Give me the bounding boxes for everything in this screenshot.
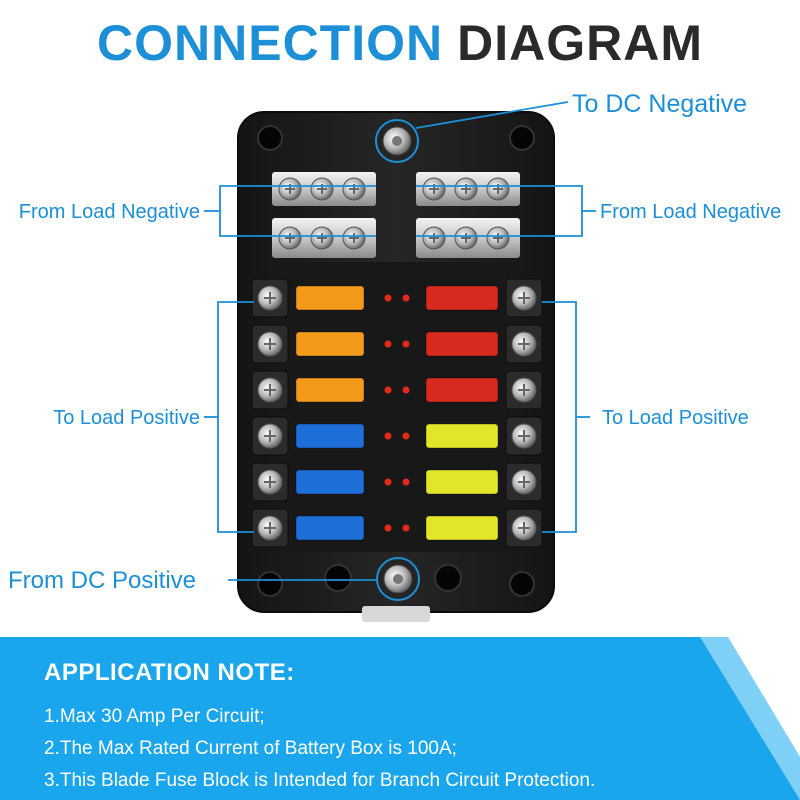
fuse-row <box>251 508 543 548</box>
terminal-left <box>251 278 289 318</box>
terminal-right <box>505 416 543 456</box>
mounting-hole <box>434 564 462 592</box>
fuse-row <box>251 278 543 318</box>
terminal-left <box>251 462 289 502</box>
bus-screw <box>454 177 478 201</box>
bus-screw <box>422 177 446 201</box>
terminal-right <box>505 462 543 502</box>
fuse-block-foot <box>362 606 430 622</box>
terminal-left <box>251 416 289 456</box>
fuse-yellow <box>425 469 499 495</box>
fuse-rows <box>251 278 543 548</box>
fuse-orange <box>295 285 365 311</box>
bus-screw <box>422 226 446 250</box>
fuse-red <box>425 285 499 311</box>
fuse-blue <box>295 469 365 495</box>
application-note-panel: APPLICATION NOTE: 1.Max 30 Amp Per Circu… <box>0 637 800 800</box>
indicator-led <box>402 340 410 348</box>
bus-screw <box>342 177 366 201</box>
connector-dc-negative <box>415 101 569 129</box>
bus-screw <box>310 177 334 201</box>
terminal-left <box>251 508 289 548</box>
indicator-led <box>402 386 410 394</box>
label-from-dc-positive: From DC Positive <box>8 567 196 594</box>
label-to-load-positive-left: To Load Positive <box>53 407 200 429</box>
mounting-hole <box>257 571 283 597</box>
indicator-led <box>384 432 392 440</box>
label-from-load-negative-left: From Load Negative <box>19 201 200 223</box>
mounting-hole <box>324 564 352 592</box>
fuse-orange <box>295 331 365 357</box>
title-part-diagram: DIAGRAM <box>457 15 703 71</box>
title-part-connection: CONNECTION <box>97 15 444 71</box>
label-connectors <box>204 101 596 581</box>
terminal-left <box>251 324 289 364</box>
fuse-yellow <box>425 515 499 541</box>
terminal-left <box>251 370 289 410</box>
indicator-led <box>384 478 392 486</box>
terminal-right <box>505 324 543 364</box>
dc-negative-stud <box>375 119 419 163</box>
mounting-hole <box>509 125 535 151</box>
fuse-block-diagram: To DC Negative From Load Negative From L… <box>8 90 781 622</box>
indicator-led <box>402 432 410 440</box>
application-note-background <box>0 637 800 800</box>
mounting-hole <box>509 571 535 597</box>
application-note-item: 2.The Max Rated Current of Battery Box i… <box>44 738 457 759</box>
terminal-right <box>505 508 543 548</box>
fuse-row <box>251 324 543 364</box>
application-note-heading: APPLICATION NOTE: <box>44 659 295 686</box>
label-from-load-negative-right: From Load Negative <box>600 201 781 223</box>
bus-screws <box>278 177 510 250</box>
bus-screw <box>486 226 510 250</box>
label-to-dc-negative: To DC Negative <box>572 90 747 118</box>
indicator-led <box>384 386 392 394</box>
fuse-row <box>251 416 543 456</box>
fuse-blue <box>295 515 365 541</box>
fuse-row <box>251 462 543 502</box>
fuse-orange <box>295 377 365 403</box>
indicator-led <box>384 294 392 302</box>
bus-screw <box>342 226 366 250</box>
fuse-red <box>425 377 499 403</box>
terminal-right <box>505 278 543 318</box>
application-note-list: 1.Max 30 Amp Per Circuit; 2.The Max Rate… <box>44 701 595 797</box>
fuse-red <box>425 331 499 357</box>
bus-screw <box>278 177 302 201</box>
fuse-row <box>251 370 543 410</box>
dc-positive-stud <box>376 557 420 601</box>
fuse-block-channel <box>284 262 508 552</box>
indicator-led <box>402 524 410 532</box>
application-note-item: 3.This Blade Fuse Block is Intended for … <box>44 770 596 791</box>
indicator-led <box>384 524 392 532</box>
bus-screw <box>310 226 334 250</box>
bus-screw <box>454 226 478 250</box>
application-note-item: 1.Max 30 Amp Per Circuit; <box>44 706 265 727</box>
mounting-holes <box>257 125 535 597</box>
indicator-led <box>402 294 410 302</box>
indicator-led <box>402 478 410 486</box>
label-to-load-positive-right: To Load Positive <box>602 407 749 429</box>
fuse-yellow <box>425 423 499 449</box>
bus-screw <box>278 226 302 250</box>
indicator-led <box>384 340 392 348</box>
bus-screw <box>486 177 510 201</box>
terminal-right <box>505 370 543 410</box>
mounting-hole <box>257 125 283 151</box>
fuse-blue <box>295 423 365 449</box>
